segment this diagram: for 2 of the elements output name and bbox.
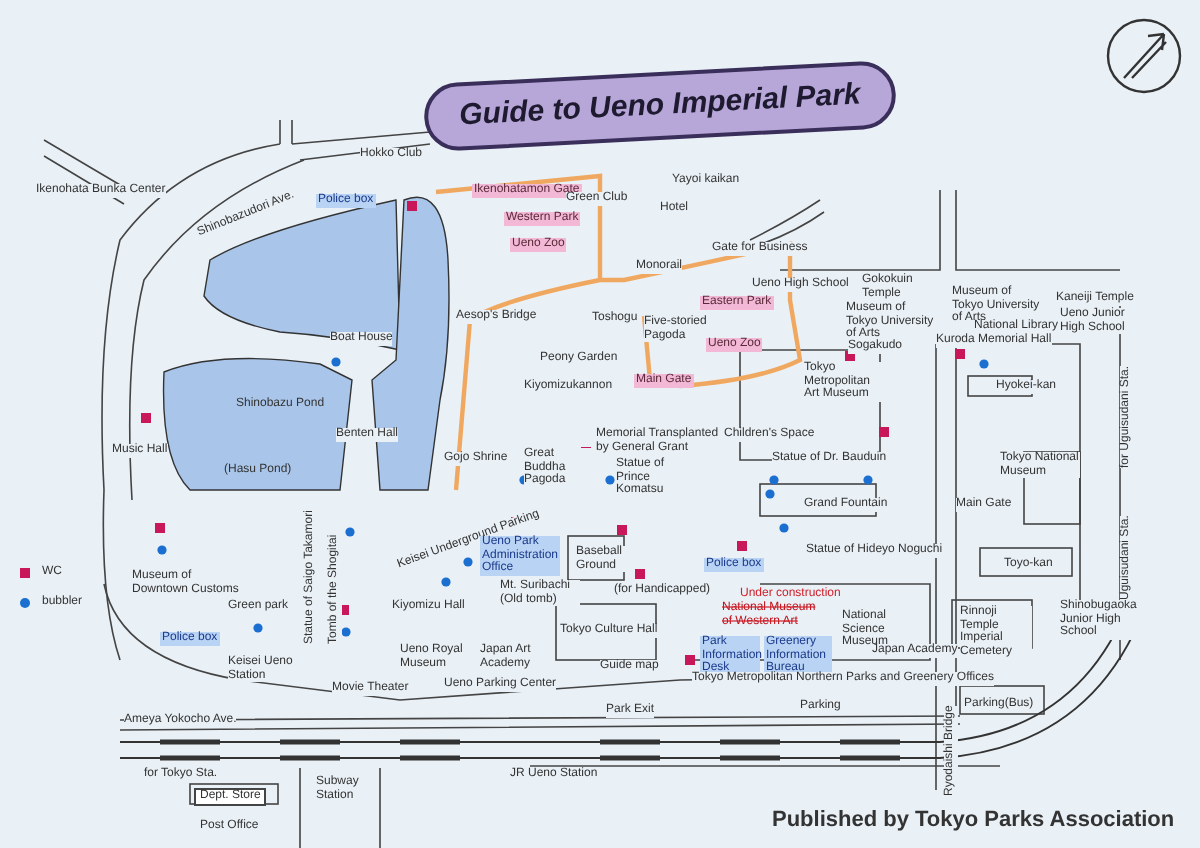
title-banner: Guide to Ueno Imperial Park (422, 59, 898, 153)
publisher-note: Published by Tokyo Parks Association (772, 808, 1175, 833)
